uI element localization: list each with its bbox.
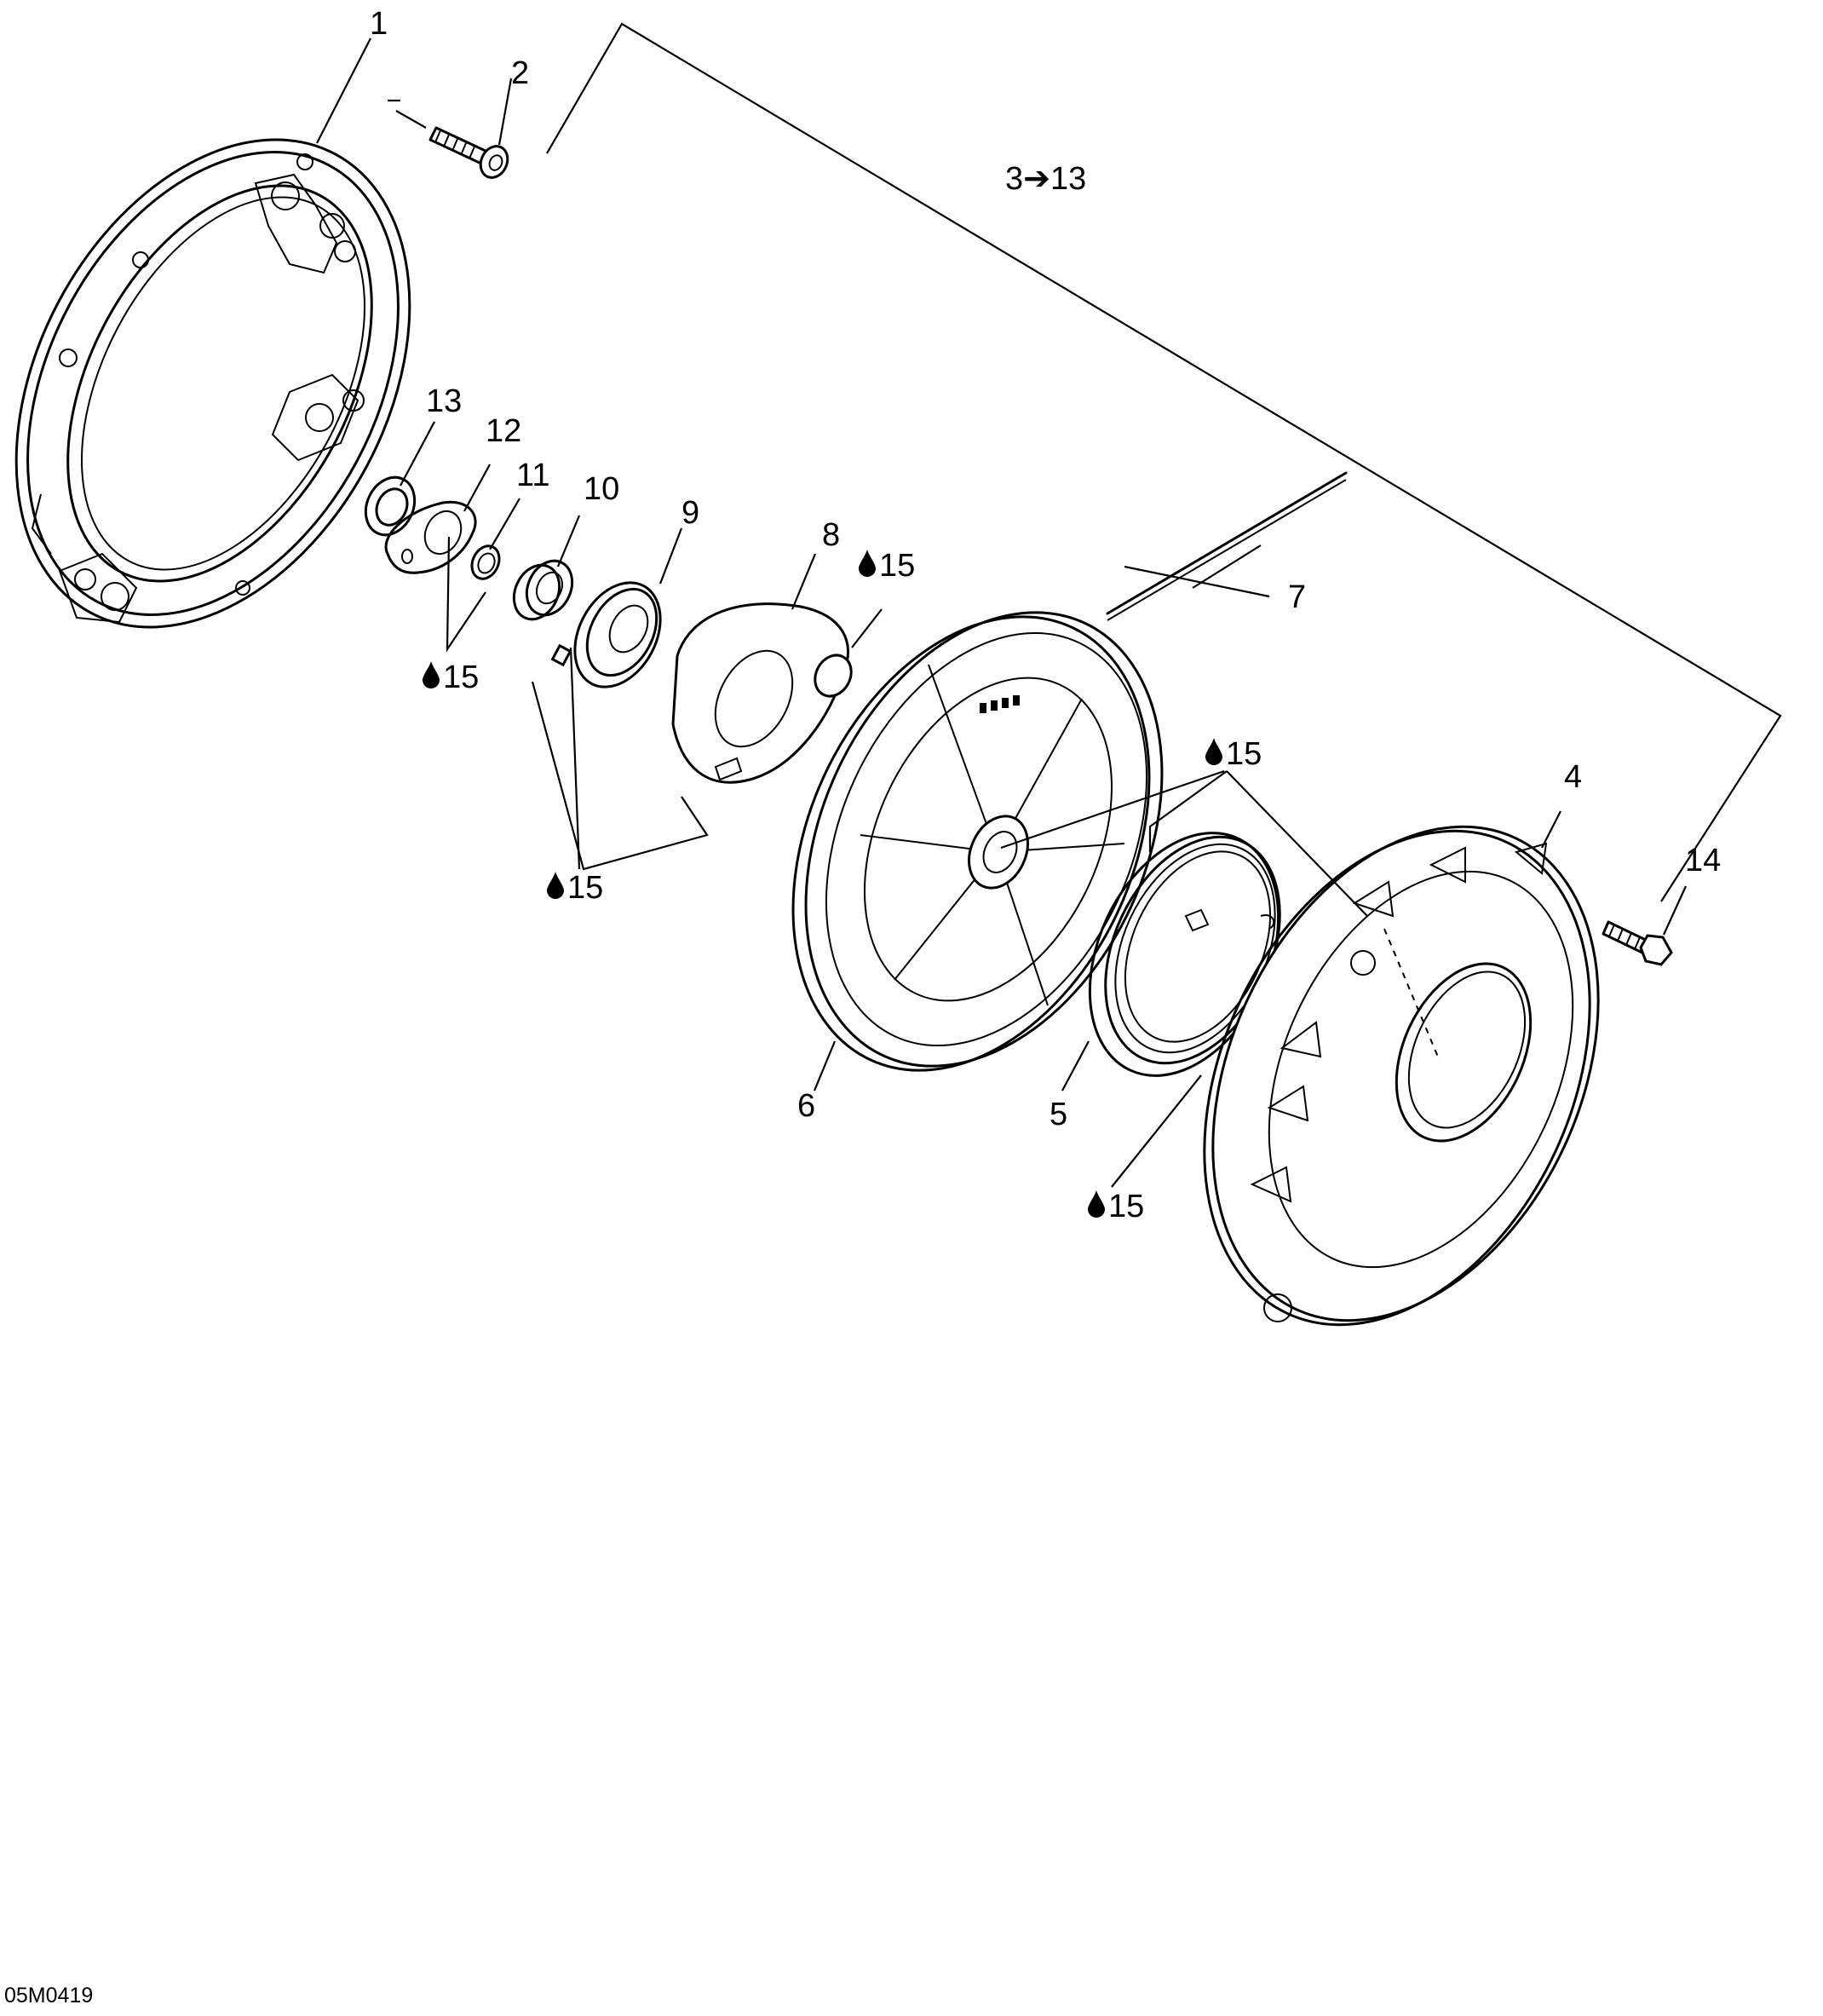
lubricant-references: 15 15 15 15 15 xyxy=(423,548,1262,1224)
oil-drop-icon xyxy=(423,661,440,688)
callout-4: 4 xyxy=(1564,759,1582,795)
callout-10: 10 xyxy=(584,471,619,507)
callout-11: 11 xyxy=(516,458,549,493)
lubricant-ref-c: 15 xyxy=(1205,736,1262,772)
bushing-10 xyxy=(512,559,574,621)
callout-3-to-13: 3➔13 xyxy=(1005,161,1086,197)
callout-labels: 1 2 3➔13 13 12 11 10 9 8 7 4 14 6 5 xyxy=(370,6,1721,1132)
lubricant-ref-e: 15 xyxy=(1088,1189,1144,1224)
spring-disc-9 xyxy=(550,581,662,688)
diagram-reference-code: 05M0419 xyxy=(4,1984,93,2007)
callout-14: 14 xyxy=(1685,843,1721,878)
callout-9: 9 xyxy=(681,495,699,531)
ring-11 xyxy=(470,544,501,580)
oil-drop-icon xyxy=(547,872,564,899)
starter-cover-4 xyxy=(1203,825,1600,1327)
lubricant-ref-b: 15 xyxy=(423,660,479,695)
housing-ring xyxy=(14,138,411,629)
callout-12: 12 xyxy=(486,413,521,449)
callout-5: 5 xyxy=(1050,1097,1067,1132)
callout-2: 2 xyxy=(511,55,529,91)
callout-13: 13 xyxy=(426,383,462,419)
bolt-14 xyxy=(1602,920,1673,966)
svg-text:15: 15 xyxy=(1108,1189,1144,1224)
screw-2 xyxy=(428,126,509,179)
rope-7 xyxy=(1106,471,1348,621)
callout-1: 1 xyxy=(370,6,388,42)
oil-drop-icon xyxy=(859,550,876,577)
svg-text:15: 15 xyxy=(879,548,915,584)
leader-lines xyxy=(316,22,1782,1188)
callout-6: 6 xyxy=(797,1088,815,1124)
svg-text:15: 15 xyxy=(443,660,479,695)
oil-drop-icon xyxy=(1088,1190,1105,1218)
oil-drop-icon xyxy=(1205,738,1222,765)
lubricant-ref-a: 15 xyxy=(859,548,915,584)
callout-8: 8 xyxy=(822,517,840,553)
pawl-plate-8 xyxy=(671,602,853,784)
callout-7: 7 xyxy=(1288,579,1306,615)
lubricant-ref-d: 15 xyxy=(547,870,603,906)
flange-12 xyxy=(384,500,477,574)
svg-text:15: 15 xyxy=(567,870,603,906)
svg-text:15: 15 xyxy=(1226,736,1262,772)
pulley-6 xyxy=(791,611,1164,1072)
